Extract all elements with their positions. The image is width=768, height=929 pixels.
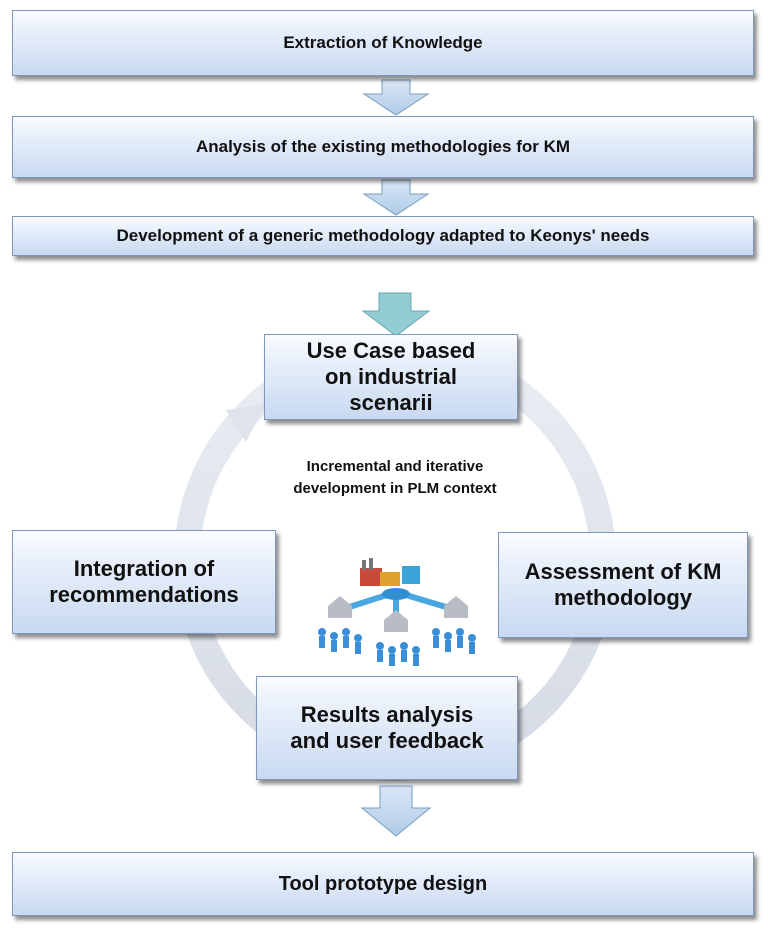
step-analysis-label: Analysis of the existing methodologies f… (195, 137, 571, 156)
step-development-label: Development of a generic methodology ada… (116, 226, 650, 245)
cycle-center-label: Incremental and iterative development in… (293, 458, 497, 497)
cycle-integration-label: Integration of recommendations (49, 556, 239, 607)
down-arrow-3 (361, 292, 431, 337)
step-development: Development of a generic methodology ada… (12, 216, 754, 256)
final-tool-prototype-label: Tool prototype design (278, 872, 488, 895)
step-extraction-label: Extraction of Knowledge (283, 33, 483, 52)
step-extraction: Extraction of Knowledge (12, 10, 754, 76)
plm-network-illustration (300, 558, 494, 680)
final-tool-prototype: Tool prototype design (12, 852, 754, 916)
cycle-assessment: Assessment of KM methodology (498, 532, 748, 638)
cycle-integration: Integration of recommendations (12, 530, 276, 634)
cycle-results-label: Results analysis and user feedback (290, 702, 484, 753)
cycle-results: Results analysis and user feedback (256, 676, 518, 780)
step-analysis: Analysis of the existing methodologies f… (12, 116, 754, 178)
cycle-arrowhead (226, 404, 266, 442)
down-arrow-2 (362, 179, 430, 216)
down-arrow-1 (362, 79, 430, 116)
down-arrow-4 (360, 785, 432, 837)
cycle-assessment-label: Assessment of KM methodology (524, 559, 722, 610)
cycle-use-case: Use Case based on industrial scenarii (264, 334, 518, 420)
cycle-use-case-label: Use Case based on industrial scenarii (306, 338, 476, 415)
